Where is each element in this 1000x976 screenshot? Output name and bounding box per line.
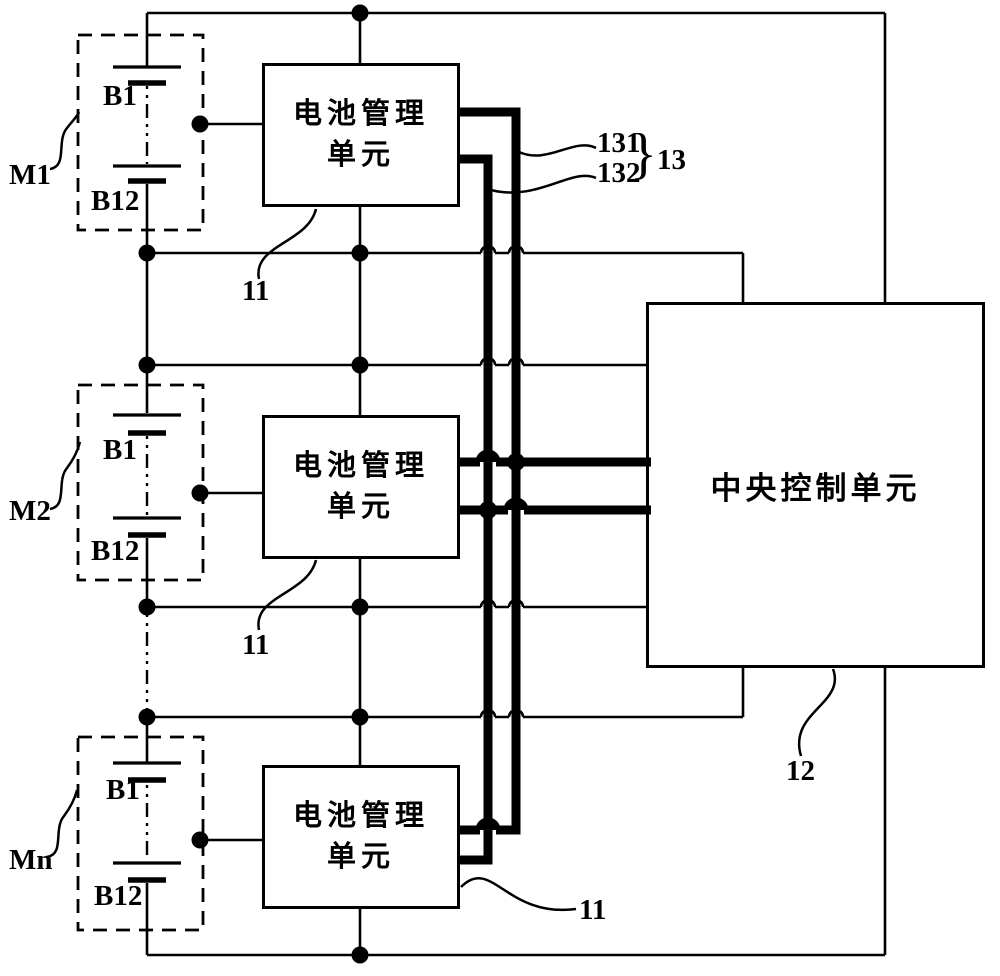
junction-top <box>351 4 369 22</box>
battery-management-unit-box-3: 电池管理 单元 <box>262 765 460 909</box>
junction-row4-left <box>138 708 156 726</box>
junction-row1-left <box>138 244 156 262</box>
wire-row1-hops <box>479 244 525 254</box>
cell-label-mn-b1: B1 <box>106 774 140 806</box>
cell-label-m2-b12: B12 <box>91 535 140 567</box>
module-label-mn: Mn <box>9 844 53 876</box>
junction-bus132-bmu2 <box>479 501 497 519</box>
leader-m1 <box>49 111 81 171</box>
wire-row4 <box>147 668 745 719</box>
bmu2-label-line2: 单元 <box>326 491 395 523</box>
cell-label-m2-b1: B1 <box>103 434 137 466</box>
junction-mn-tap <box>191 831 209 849</box>
bmu1-label-line1: 电池管理 <box>292 98 429 131</box>
battery-management-unit-box-1: 电池管理 单元 <box>262 63 460 207</box>
leader-132 <box>490 174 597 194</box>
central-control-unit-box: 中央控制单元 <box>646 302 985 668</box>
wire-row4-hops <box>479 708 525 718</box>
wire-row3-hops <box>479 598 525 608</box>
ref-label-11-bmu1: 11 <box>242 275 270 307</box>
junction-bottom <box>351 946 369 964</box>
battery-management-unit-box-2: 电池管理 单元 <box>262 415 460 559</box>
ref-label-131: 131 <box>597 127 641 159</box>
ref-label-12: 12 <box>786 755 815 787</box>
junction-row2-mid <box>351 356 369 374</box>
leader-m2 <box>49 441 82 511</box>
bmu1-label-line2: 单元 <box>326 139 395 171</box>
leader-12 <box>797 668 837 757</box>
wire-row1 <box>147 251 745 302</box>
junction-row3-left <box>138 598 156 616</box>
bus-131-bmu3-hop <box>475 817 501 831</box>
junction-row3-mid <box>351 598 369 616</box>
junction-m1-tap <box>191 115 209 133</box>
leader-131 <box>518 144 597 157</box>
leader-11-bmu3 <box>460 877 577 912</box>
junction-row1-mid <box>351 244 369 262</box>
bus-132 <box>460 154 493 865</box>
bus-132-bmu2-hop <box>503 497 529 511</box>
bus-131 <box>460 107 521 835</box>
bmu2-label-line1: 电池管理 <box>292 450 429 483</box>
leader-11-bmu2 <box>257 559 318 631</box>
central-control-unit-label: 中央控制单元 <box>710 470 921 506</box>
module-boxes <box>76 33 205 932</box>
ref-label-13: 13 <box>657 144 686 176</box>
communication-buses <box>460 107 651 865</box>
wire-row2-hops <box>479 356 525 366</box>
bus-131-bmu2-hop <box>475 449 501 463</box>
junction-bus131-bmu2 <box>507 453 525 471</box>
cell-label-mn-b12: B12 <box>94 880 143 912</box>
cell-label-m1-b1: B1 <box>103 80 137 112</box>
junction-row4-mid <box>351 708 369 726</box>
bmu3-label-line1: 电池管理 <box>292 800 429 833</box>
cell-label-m1-b12: B12 <box>91 185 140 217</box>
module-label-m2: M2 <box>9 495 51 527</box>
ref-label-11-bmu2: 11 <box>242 629 270 661</box>
junction-m2-tap <box>191 484 209 502</box>
brace-13: } <box>630 123 657 185</box>
leader-11-bmu1 <box>257 208 318 280</box>
bmu3-label-line2: 单元 <box>326 841 395 873</box>
module-label-m1: M1 <box>9 159 51 191</box>
ref-label-132: 132 <box>597 157 641 189</box>
junction-row2-left <box>138 356 156 374</box>
ref-label-11-bmu3: 11 <box>579 894 607 926</box>
